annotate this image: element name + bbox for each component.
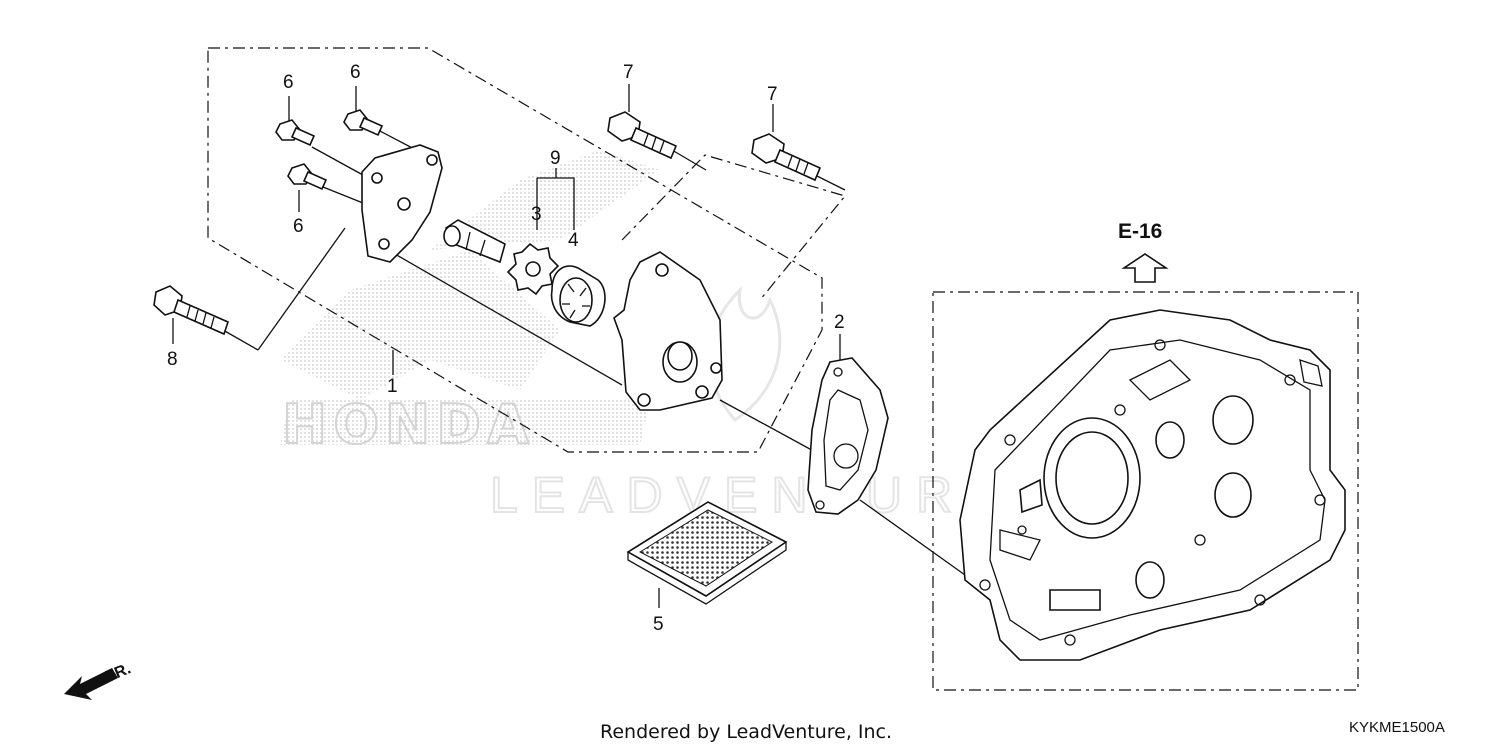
screw-b [343, 109, 384, 137]
reference-label: E-16 [1118, 220, 1162, 243]
callout-6: 6 [350, 62, 361, 83]
crankcase-reference-box [932, 291, 1359, 691]
callout-7: 7 [767, 84, 778, 105]
callout-2: 2 [834, 312, 845, 333]
callout-4: 4 [568, 230, 579, 251]
front-label: FR. [103, 660, 133, 685]
screw-c [287, 163, 328, 191]
oil-pump-body [613, 251, 723, 411]
up-arrow-icon [1121, 253, 1169, 283]
oil-pump-cover [361, 144, 443, 263]
leader-lines [172, 84, 966, 608]
callout-6: 6 [283, 72, 294, 93]
footer-credit: Rendered by LeadVenture, Inc. [600, 721, 892, 743]
pump-shaft [443, 219, 506, 264]
group-outline-pump-bolts [621, 154, 847, 301]
front-direction-arrow-icon [64, 668, 118, 700]
oil-strainer-screen [626, 501, 788, 605]
flange-bolt-long [153, 285, 229, 336]
screw-a [275, 119, 316, 147]
callout-9: 9 [550, 148, 561, 169]
group-outline-main [207, 47, 823, 453]
outer-rotor [550, 265, 606, 327]
crankcase-half [959, 309, 1346, 661]
callout-8: 8 [167, 349, 178, 370]
flange-bolt-a [607, 111, 678, 160]
callout-1: 1 [387, 376, 398, 397]
callout-5: 5 [653, 614, 664, 635]
leadventure-watermark: LEADVENTURE [490, 467, 1014, 523]
honda-watermark: HONDA [280, 150, 660, 457]
watermark-brand: HONDA [282, 393, 535, 456]
callout-7: 7 [623, 62, 634, 83]
inner-rotor [506, 242, 560, 296]
pump-gasket [807, 357, 889, 515]
callout-3: 3 [531, 204, 542, 225]
flange-bolt-b [751, 133, 822, 182]
diagram-code: KYKME1500A [1349, 719, 1445, 736]
callout-6: 6 [293, 216, 304, 237]
